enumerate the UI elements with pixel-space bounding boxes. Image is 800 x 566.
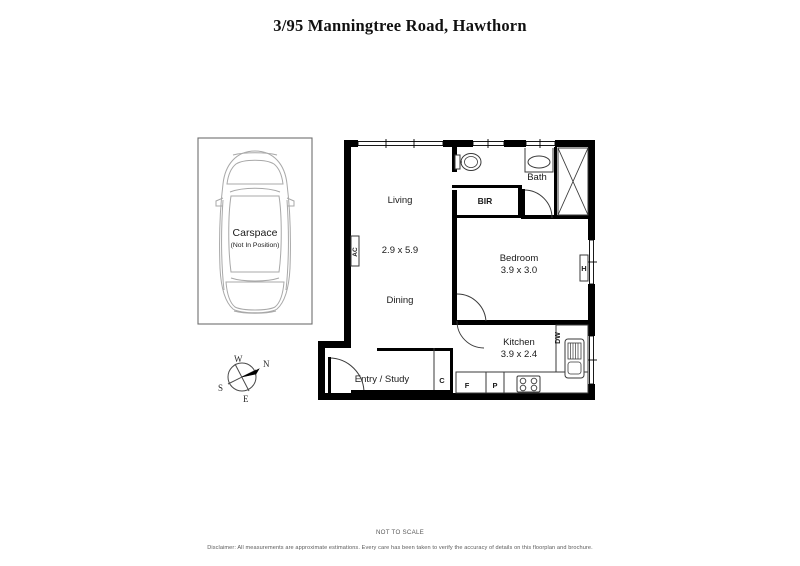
floorplan-structure: Living 2.9 x 5.9 Dining Bath Bedroom 3.9… [318, 139, 597, 400]
room-label-bath: Bath [527, 172, 547, 183]
exterior-wall-right-mid [588, 284, 595, 336]
annotation-bir: BIR [478, 196, 493, 206]
interior-wall-kitchen-top [452, 320, 588, 325]
exterior-wall-bottom [318, 393, 595, 400]
window-top-living [357, 139, 444, 148]
compass-needle [241, 368, 260, 378]
interior-wall-bir-jamb [518, 185, 522, 218]
interior-wall-bir-bottom [452, 215, 522, 218]
pantry-box [485, 371, 505, 394]
compass-axis-we [234, 363, 250, 392]
room-label-dining: Dining [387, 295, 414, 306]
shower-fixture [557, 147, 589, 216]
annotation-fridge: F [465, 381, 470, 390]
window-top-bath-a [472, 139, 505, 148]
cupboard-divider-right [450, 348, 453, 390]
not-to-scale-note: NOT TO SCALE [375, 529, 425, 536]
interior-wall-shower-left [554, 147, 557, 217]
cooktop-fixture [516, 375, 541, 393]
interior-wall-shower-bottom [521, 215, 591, 219]
interior-wall-living-bedroom [452, 190, 457, 325]
interior-wall-bir-top [452, 185, 522, 188]
exterior-wall-top-mid-b [504, 140, 526, 147]
floor-fill [320, 140, 595, 400]
annotation-ac: AC [352, 247, 359, 257]
room-label-living: Living [388, 195, 413, 206]
carspace-label: Carspace [233, 227, 278, 239]
window-top-bath-b [525, 139, 556, 148]
entry-door [328, 357, 365, 394]
exterior-wall-step-horizontal [318, 341, 351, 348]
annotation-pantry: P [492, 381, 497, 390]
room-dimensions-kitchen: 3.9 x 2.4 [501, 349, 537, 360]
sink-fixture [564, 338, 585, 379]
room-label-entry-study: Entry / Study [355, 374, 410, 385]
page-title: 3/95 Manningtree Road, Hawthorn [273, 16, 527, 35]
fridge-box [455, 371, 487, 394]
entry-wall-bottom [351, 390, 453, 393]
exterior-wall-left [344, 140, 351, 348]
exterior-wall-top-right [555, 140, 595, 147]
annotation-cupboard: C [439, 376, 445, 385]
exterior-wall-right-top [588, 140, 595, 240]
compass-label-south: S [218, 383, 223, 393]
annotation-hot-water: H [581, 264, 586, 273]
disclaimer-text: Disclaimer: All measurements are approxi… [207, 545, 593, 551]
kitchen-door [456, 320, 485, 349]
compass-label-west: W [234, 354, 243, 364]
air-conditioner-unit [350, 235, 360, 267]
room-label-bedroom: Bedroom [500, 253, 539, 264]
hot-water-unit [579, 254, 589, 282]
carspace-sublabel: (Not In Position) [231, 242, 280, 249]
room-dimensions-living: 2.9 x 5.9 [382, 245, 418, 256]
entry-door-gap [325, 356, 329, 393]
compass-rose: N S E W [218, 354, 270, 404]
room-label-kitchen: Kitchen [503, 337, 535, 348]
compass-label-north: N [263, 359, 270, 369]
annotation-dishwasher: DW [555, 332, 562, 344]
entry-wall-top [377, 348, 453, 351]
bath-door [522, 189, 553, 219]
exterior-wall-right-bottom [588, 384, 595, 400]
compass-circle [227, 362, 257, 392]
carspace-group: Carspace (Not In Position) [197, 137, 313, 325]
exterior-wall-entry-left [318, 341, 325, 400]
toilet-fixture [454, 153, 482, 171]
vanity-basin-fixture [524, 148, 554, 173]
car-icon [215, 150, 295, 314]
room-dimensions-bedroom: 3.9 x 3.0 [501, 265, 537, 276]
carspace-boundary [197, 137, 313, 325]
exterior-wall-top-mid-a [443, 140, 473, 147]
compass-label-east: E [243, 394, 249, 404]
bedroom-door [456, 293, 488, 324]
